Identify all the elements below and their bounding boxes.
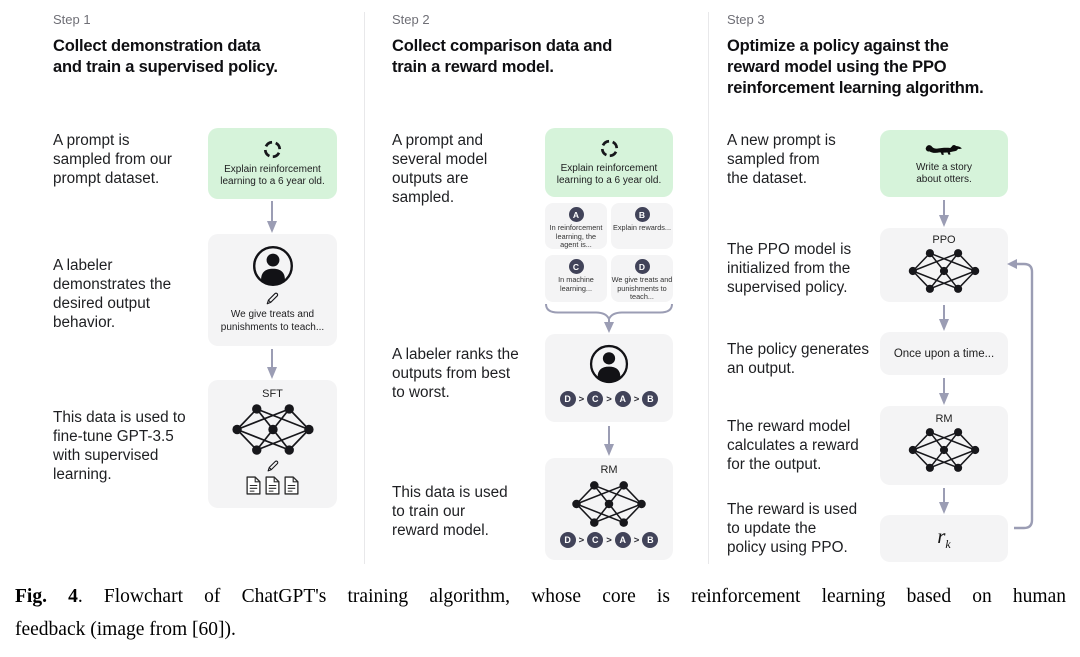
labeler-box: We give treats and punishments to teach.… (208, 234, 337, 346)
flow-arrow (937, 378, 951, 405)
reward-box: rk (880, 515, 1008, 562)
prompt-text: Explain reinforcement learning to a 6 ye… (220, 163, 325, 188)
pencil-icon (265, 291, 280, 306)
sft-box: SFT (208, 380, 337, 508)
flow-arrow (937, 200, 951, 227)
ranking-row: D > C > A > B (559, 391, 659, 407)
figure-caption: Fig. 4. Flowchart of ChatGPT's training … (15, 581, 1066, 646)
output-text: We give treats and punishments to teach.… (611, 275, 673, 302)
annotation: A new prompt is sampled from the dataset… (727, 132, 836, 187)
flow-arrow (265, 349, 279, 379)
prompt-box: Write a story about otters. (880, 130, 1008, 197)
gt-separator: > (578, 534, 585, 546)
model-label: PPO (932, 234, 956, 246)
pencil-icon (266, 459, 280, 473)
rank-badge: A (614, 391, 631, 407)
column-divider (708, 12, 709, 564)
step-title: Collect comparison data and train a rewa… (392, 37, 613, 76)
output-letter-badge: A (568, 207, 584, 222)
refresh-loop-icon (262, 139, 283, 160)
document-icon (246, 476, 261, 495)
flow-arrow (265, 201, 279, 233)
gt-separator: > (578, 393, 585, 405)
annotation: The PPO model is initialized from the su… (727, 241, 852, 296)
annotation: The reward model calculates a reward for… (727, 418, 859, 473)
otter-icon (924, 141, 964, 158)
output-text: Explain rewards... (613, 223, 671, 232)
ranking-row: D > C > A > B (559, 532, 659, 548)
prompt-box: Explain reinforcement learning to a 6 ye… (208, 128, 337, 199)
prompt-text: Explain reinforcement learning to a 6 ye… (556, 162, 662, 187)
output-box-c: C In machine learning... (545, 255, 607, 302)
output-letter-badge: B (634, 207, 650, 222)
model-label: RM (935, 413, 953, 425)
annotation: The policy generates an output. (727, 341, 870, 377)
rank-badge: A (614, 532, 631, 548)
gt-separator: > (633, 393, 640, 405)
person-icon (251, 244, 295, 288)
policy-output-box: Once upon a time... (880, 332, 1008, 375)
flow-arrow (602, 426, 616, 456)
neural-net-icon (230, 403, 316, 456)
column-divider (364, 12, 365, 564)
output-box-d: D We give treats and punishments to teac… (611, 255, 673, 302)
documents-row (246, 476, 299, 495)
annotation: This data is used to fine-tune GPT-3.5 w… (53, 409, 186, 483)
document-icon (265, 476, 280, 495)
gt-separator: > (606, 534, 612, 546)
gt-separator: > (633, 534, 640, 546)
rank-badge: C (587, 391, 604, 407)
gt-separator: > (606, 393, 612, 405)
ppo-box: PPO (880, 228, 1008, 302)
reward-symbol: rk (937, 524, 951, 552)
loop-arrow (1007, 259, 1034, 530)
rank-badge: D (559, 391, 576, 407)
annotation: The reward is used to update the policy … (727, 501, 858, 556)
output-letter-badge: C (568, 259, 584, 274)
neural-net-icon (905, 427, 983, 473)
rank-badge: C (587, 532, 604, 548)
rank-badge: D (559, 532, 576, 548)
model-label: RM (600, 464, 618, 476)
output-text: In machine learning... (558, 275, 594, 293)
output-box-a: A In reinforcement learning, the agent i… (545, 203, 607, 249)
caption-text: . Flowchart of ChatGPT's training algori… (77, 586, 1066, 607)
caption-line-2: feedback (image from [60]). (15, 618, 236, 640)
document-icon (284, 476, 299, 495)
brace-merge-arrow (545, 303, 673, 333)
refresh-loop-icon (599, 138, 620, 159)
step-label: Step 1 (53, 12, 91, 27)
caption-label: Fig. 4 (15, 586, 78, 607)
step-title: Optimize a policy against the reward mod… (727, 37, 984, 97)
annotation: This data is used to train our reward mo… (392, 484, 508, 539)
output-letter-badge: D (634, 259, 650, 274)
output-text: In reinforcement learning, the agent is.… (549, 223, 603, 250)
rm-box: RM (880, 406, 1008, 485)
person-icon (588, 343, 630, 385)
prompt-text: Write a story about otters. (916, 161, 972, 186)
step-title: Collect demonstration data and train a s… (53, 37, 278, 76)
flow-arrow (937, 488, 951, 514)
annotation: A prompt is sampled from our prompt data… (53, 132, 173, 187)
neural-net-icon (567, 480, 651, 528)
output-box-b: B Explain rewards... (611, 203, 673, 249)
annotation: A labeler ranks the outputs from best to… (392, 346, 519, 401)
neural-net-icon (905, 248, 983, 294)
flow-arrow (937, 305, 951, 331)
rank-badge: B (642, 391, 659, 407)
rm-box: RM D > C > A > B (545, 458, 673, 560)
labeler-text: We give treats and punishments to teach.… (220, 309, 325, 333)
rank-badge: B (642, 532, 659, 548)
annotation: A prompt and several model outputs are s… (392, 132, 488, 206)
labeler-rank-box: D > C > A > B (545, 334, 673, 422)
annotation: A labeler demonstrates the desired outpu… (53, 257, 172, 331)
step-label: Step 3 (727, 12, 765, 27)
prompt-box: Explain reinforcement learning to a 6 ye… (545, 128, 673, 197)
step-label: Step 2 (392, 12, 430, 27)
caption-line-1: Fig. 4. Flowchart of ChatGPT's training … (15, 581, 1066, 614)
policy-output-text: Once upon a time... (893, 347, 995, 360)
model-label: SFT (262, 388, 283, 400)
